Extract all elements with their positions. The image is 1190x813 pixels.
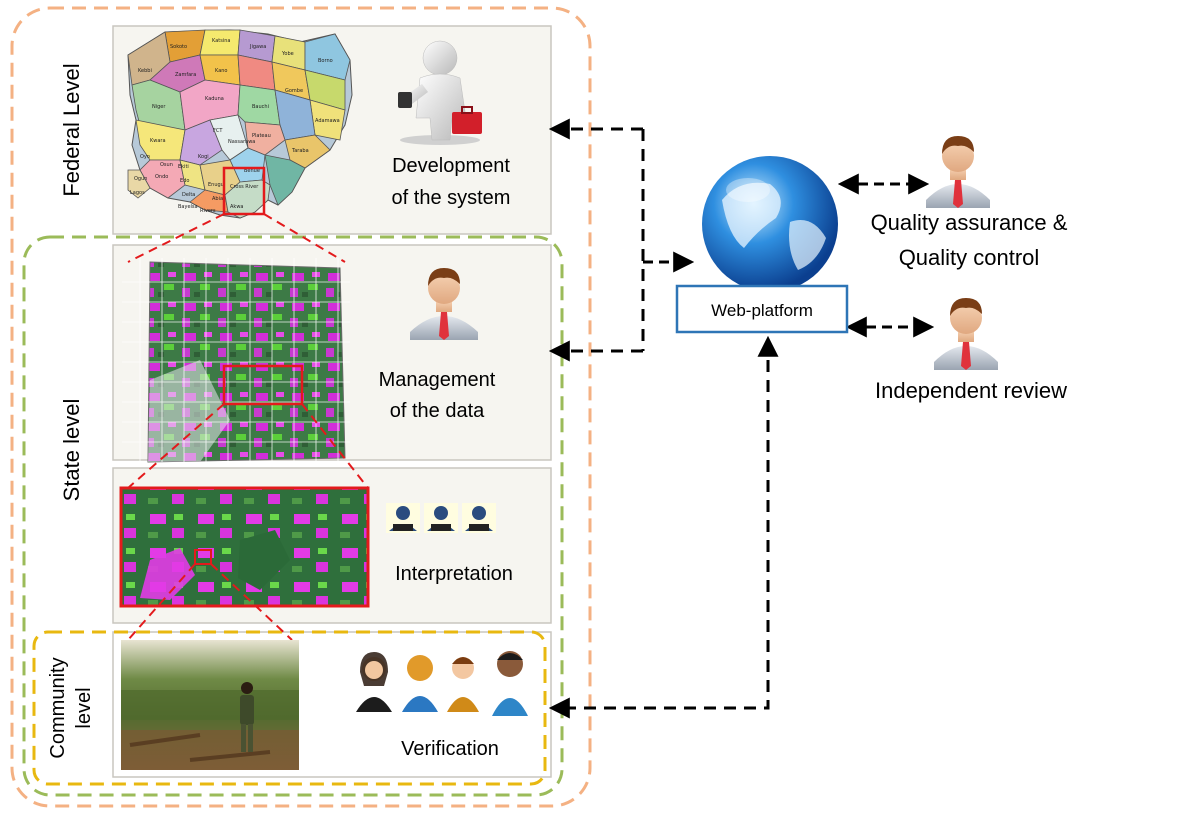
map-label-bauchi: Bauchi — [252, 104, 269, 110]
management-label-1: Management — [379, 369, 496, 391]
map-label-kogi: Kogi — [198, 154, 209, 160]
nigeria-map: Sokoto Katsina Jigawa Yobe Borno Kebbi Z… — [127, 29, 353, 219]
tile-highlight-box — [194, 549, 212, 565]
verifier-woman-icon — [356, 652, 392, 712]
map-label-kaduna: Kaduna — [205, 96, 224, 102]
qa-reviewer-avatar-icon — [926, 136, 990, 208]
map-label-adamawa: Adamawa — [315, 118, 340, 124]
map-label-sokoto: Sokoto — [170, 44, 187, 50]
independent-review-label: Independent review — [875, 378, 1067, 403]
interpreter-icon-1 — [386, 503, 420, 533]
map-label-ogun: Ogun — [134, 176, 147, 182]
map-label-borno: Borno — [318, 58, 333, 64]
development-label-2: of the system — [392, 187, 511, 209]
map-label-plateau: Plateau — [252, 133, 271, 139]
map-label-rivers: Rivers — [200, 208, 216, 214]
zoom-line-left-1 — [127, 213, 225, 263]
community-level-frame — [32, 630, 547, 786]
qa-label-1: Quality assurance & — [871, 210, 1068, 235]
zoom-line-left-3 — [127, 563, 196, 641]
map-label-zamfara: Zamfara — [175, 72, 196, 78]
map-label-yobe: Yobe — [281, 51, 294, 57]
field-worker-body — [240, 695, 254, 725]
map-label-akwa: Akwa — [230, 204, 243, 210]
zoom-line-right-2 — [301, 403, 369, 489]
community-level-label-1: Community — [47, 657, 69, 758]
map-label-ekiti: Ekiti — [178, 164, 189, 170]
state-level-label: State level — [59, 399, 84, 502]
zoom-line-left-2 — [127, 403, 225, 489]
map-label-lagos: Lagos — [130, 190, 145, 196]
qa-label-2: Quality control — [899, 245, 1040, 270]
globe-icon — [702, 156, 838, 292]
map-label-abia: Abia — [212, 196, 223, 202]
map-label-kwara: Kwara — [150, 138, 166, 144]
federal-level-frame — [10, 6, 592, 808]
independent-reviewer-avatar-icon — [934, 298, 998, 370]
map-label-osun: Osun — [160, 162, 173, 168]
map-label-niger: Niger — [152, 104, 166, 110]
verifier-man-dark-icon — [492, 651, 528, 716]
data-manager-avatar-icon — [410, 268, 478, 340]
map-label-kebbi: Kebbi — [138, 68, 152, 74]
map-label-gombe: Gombe — [285, 88, 303, 94]
map-label-edo: Edo — [180, 178, 189, 184]
map-label-jigawa: Jigawa — [249, 44, 266, 50]
map-label-kano: Kano — [215, 68, 227, 74]
federal-level-label: Federal Level — [59, 63, 84, 196]
map-label-bayelsa: Bayelsa — [178, 204, 198, 210]
web-platform-box — [675, 284, 849, 334]
arrow-platform-community — [548, 335, 779, 719]
zoomed-satellite-tile — [119, 486, 370, 608]
developer-figure-icon — [398, 40, 482, 145]
field-photo — [121, 640, 299, 770]
web-platform-label: Web-platform — [711, 301, 813, 320]
grid-highlight-box — [222, 364, 304, 406]
community-level-label-2: level — [73, 687, 95, 728]
verifier-man-brown-icon — [447, 657, 479, 712]
zoom-line-right-3 — [210, 563, 293, 641]
interpretation-label: Interpretation — [395, 563, 513, 585]
interpreter-icon-3 — [462, 503, 496, 533]
map-label-enugu: Enugu — [208, 182, 224, 188]
map-label-cross-river: Cross River — [230, 184, 259, 190]
zoom-line-right-1 — [263, 213, 346, 263]
map-label-nassarawa: Nassarawa — [228, 139, 255, 145]
map-label-fct: FCT — [213, 128, 223, 134]
map-label-taraba: Taraba — [291, 148, 309, 154]
development-label-1: Development — [392, 155, 510, 177]
map-label-ondo: Ondo — [155, 174, 168, 180]
map-label-katsina: Katsina — [212, 38, 230, 44]
verification-label: Verification — [401, 738, 499, 760]
map-label-delta: Delta — [182, 192, 195, 198]
field-worker-head — [241, 682, 253, 694]
interpreter-icon-2 — [424, 503, 458, 533]
map-label-oyo: Oyo — [140, 154, 150, 160]
management-label-2: of the data — [390, 400, 485, 422]
map-label-benue: Benue — [244, 168, 260, 174]
verifier-man-orange-icon — [402, 655, 438, 712]
toolbox-icon — [452, 112, 482, 134]
satellite-image-grid — [122, 258, 350, 463]
map-highlight-box — [222, 166, 266, 216]
